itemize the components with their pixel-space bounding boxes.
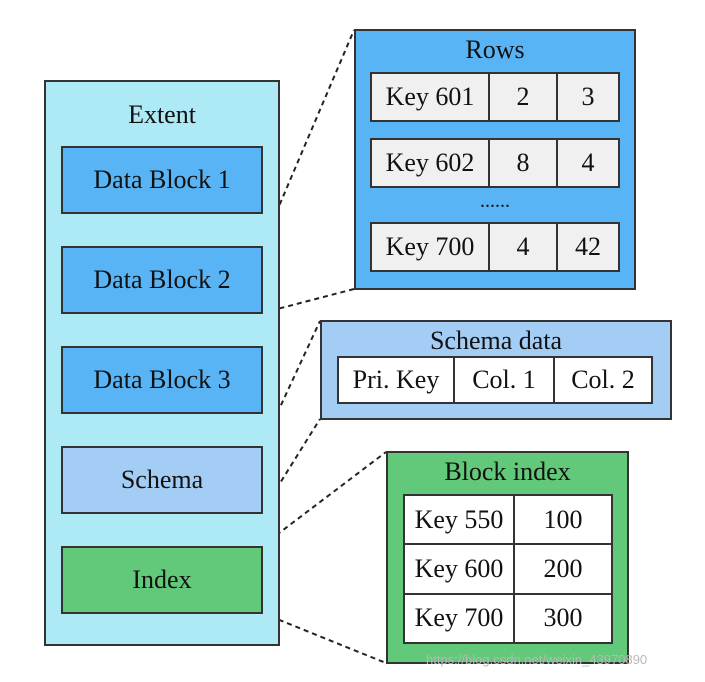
watermark: https://blog.csdn.net/weixin_43970890: [426, 652, 648, 667]
data-block-3-label: Data Block 3: [93, 365, 231, 394]
rows-cell: Key 700: [370, 222, 490, 272]
table-row: Key 700 300: [403, 592, 613, 645]
schema-data-title: Schema data: [429, 326, 563, 355]
data-block-3: Data Block 3: [61, 346, 263, 414]
rows-table-row-2: Key 602 8 4: [370, 138, 620, 188]
schema-columns-table: Pri. Key Col. 1 Col. 2: [337, 356, 653, 404]
connector-index-top: [261, 451, 387, 547]
rows-cell: 4: [488, 222, 558, 272]
schema-column: Pri. Key: [337, 356, 455, 404]
schema-column: Col. 1: [453, 356, 555, 404]
data-block-2: Data Block 2: [61, 246, 263, 314]
rows-cell: Key 602: [370, 138, 490, 188]
index-key: Key 600: [403, 543, 515, 595]
rows-cell: 4: [556, 138, 620, 188]
rows-title: Rows: [465, 35, 525, 64]
index-key: Key 700: [403, 592, 515, 645]
index-block: Index: [61, 546, 263, 614]
table-row: Key 550 100: [403, 493, 613, 546]
rows-table-row-1: Key 601 2 3: [370, 72, 620, 122]
schema-block: Schema: [61, 446, 263, 514]
rows-cell: 3: [556, 72, 620, 122]
schema-column: Col. 2: [553, 356, 653, 404]
index-value: 100: [513, 493, 613, 546]
block-index-title: Block index: [444, 457, 571, 486]
extent-title: Extent: [128, 100, 196, 129]
connector-block2-bottom: [261, 288, 355, 314]
data-block-1-label: Data Block 1: [93, 165, 231, 194]
data-block-1: Data Block 1: [61, 146, 263, 214]
index-value: 200: [513, 543, 613, 595]
data-block-2-label: Data Block 2: [93, 265, 231, 294]
index-block-label: Index: [132, 565, 192, 594]
table-row: Key 600 200: [403, 543, 613, 595]
rows-cell: 2: [488, 72, 558, 122]
rows-ellipsis: ......: [480, 190, 510, 212]
connector-index-bottom: [261, 612, 387, 664]
schema-block-label: Schema: [120, 465, 204, 494]
rows-table-row-3: Key 700 4 42: [370, 222, 620, 272]
rows-cell: Key 601: [370, 72, 490, 122]
block-index-table: Key 550 100 Key 600 200 Key 700 300: [403, 493, 613, 645]
rows-cell: 42: [556, 222, 620, 272]
index-value: 300: [513, 592, 613, 645]
index-key: Key 550: [403, 493, 515, 546]
rows-cell: 8: [488, 138, 558, 188]
